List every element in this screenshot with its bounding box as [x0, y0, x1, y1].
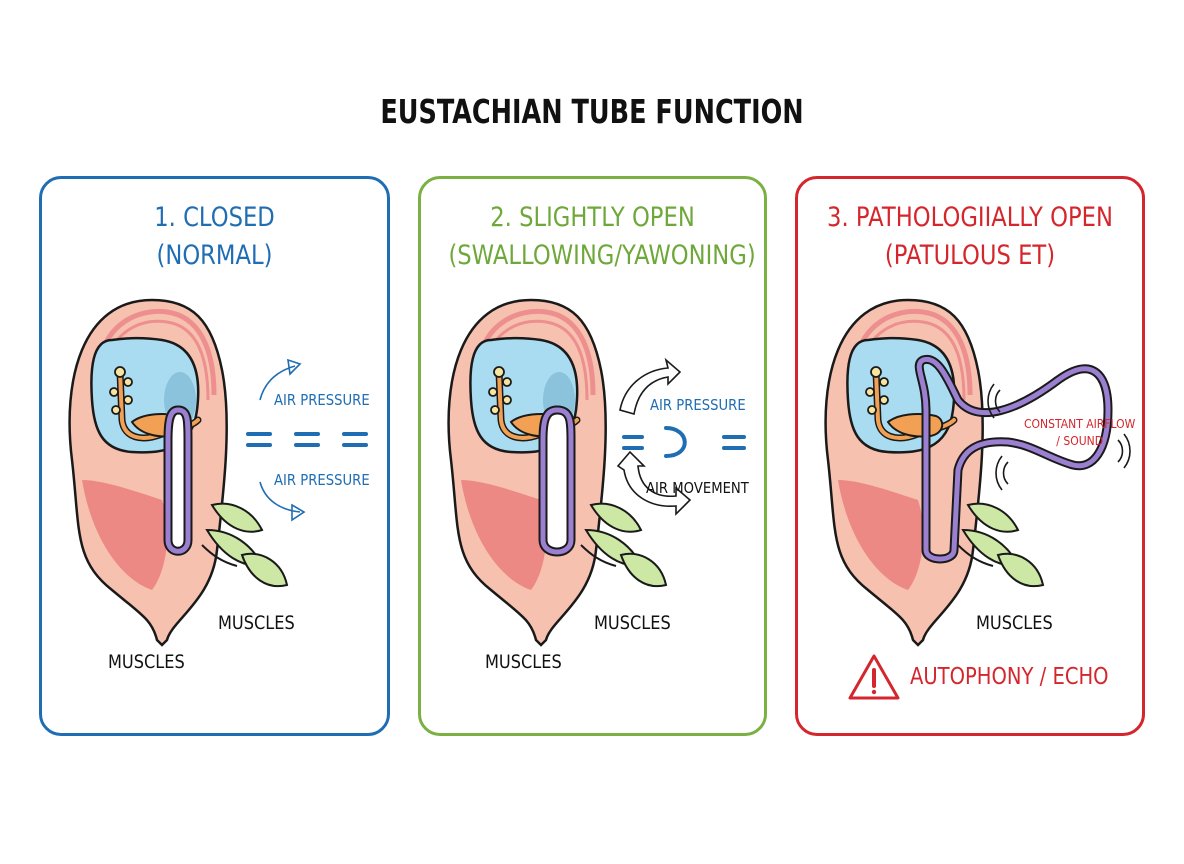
pressure-symbols [622, 435, 746, 450]
muscles-label: MUSCLES [218, 612, 295, 634]
muscles-label: MUSCLES [594, 612, 671, 634]
arrow-icon [259, 365, 296, 401]
ear-diagram-slightly-open [449, 300, 666, 645]
ear-diagram-patulous [826, 300, 1131, 645]
air-pressure-label: AIR PRESSURE [274, 391, 370, 409]
air-pressure-label: AIR PRESSURE [274, 471, 370, 489]
panel-heading-line1: 2. SLIGHTLY OPEN [490, 202, 695, 233]
panel-heading-line2: (NORMAL) [156, 240, 273, 271]
warning-label: AUTOPHONY / ECHO [910, 664, 1109, 690]
muscles-label: MUSCLES [108, 651, 185, 673]
ear-diagram-closed [70, 300, 287, 645]
panel-heading-line1: 3. PATHOLOGIIALLY OPEN [827, 202, 1113, 233]
muscles-label: MUSCLES [976, 612, 1053, 634]
arrow-icon [259, 481, 301, 513]
warning-triangle-icon [848, 654, 900, 700]
arrow-icon [619, 357, 682, 416]
constant-airflow-line1: CONSTANT AIRFLOW [1024, 417, 1136, 431]
page-title: EUSTACHIAN TUBE FUNCTION [380, 92, 804, 131]
panel-heading-line1: 1. CLOSED [154, 202, 275, 233]
arrow-icon [616, 450, 692, 516]
panel-heading-line2: (SWALLOWING/YAWONING) [448, 240, 756, 271]
sound-waves-icon [987, 383, 1131, 491]
equal-signs [246, 432, 368, 447]
constant-airflow-line2: / SOUND [1056, 434, 1104, 448]
constant-airflow-label: CONSTANT AIRFLOW / SOUND [1024, 416, 1135, 450]
air-movement-label: AIR MOVEMENT [646, 479, 749, 497]
panel-heading-line2: (PATULOUS ET) [884, 240, 1056, 271]
air-pressure-label: AIR PRESSURE [650, 396, 746, 414]
muscles-label: MUSCLES [485, 651, 562, 673]
